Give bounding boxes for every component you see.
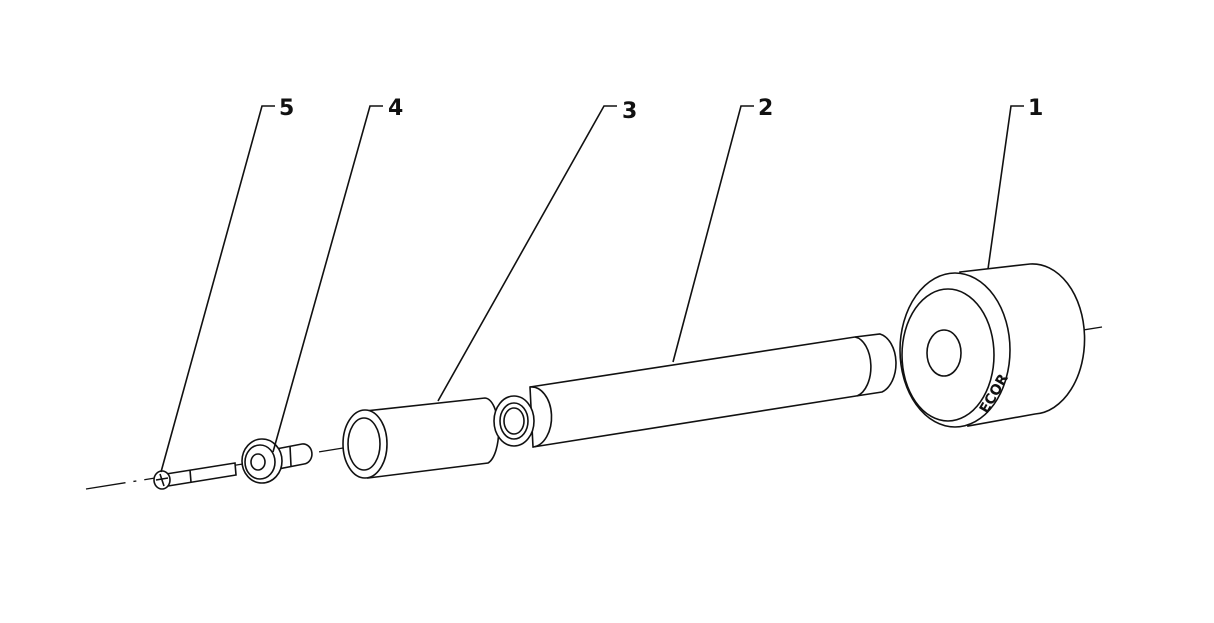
leader-line-3: [437, 105, 617, 402]
leader-line-4: [272, 105, 383, 453]
part-2-shaft: [493, 333, 897, 448]
part-3-sleeve: [342, 397, 500, 479]
callout-4: 4: [388, 96, 403, 121]
leader-line-2: [672, 105, 754, 363]
leader-line-5: [160, 105, 275, 473]
callout-5: 5: [279, 96, 294, 121]
part-5-screw: [153, 462, 237, 490]
part-4-bushing: [241, 438, 313, 484]
callout-3: 3: [622, 99, 637, 124]
callout-2: 2: [758, 96, 773, 121]
part-1-drum: ECOR: [899, 263, 1086, 428]
leader-line-1: [987, 105, 1024, 270]
callout-1: 1: [1028, 96, 1043, 121]
